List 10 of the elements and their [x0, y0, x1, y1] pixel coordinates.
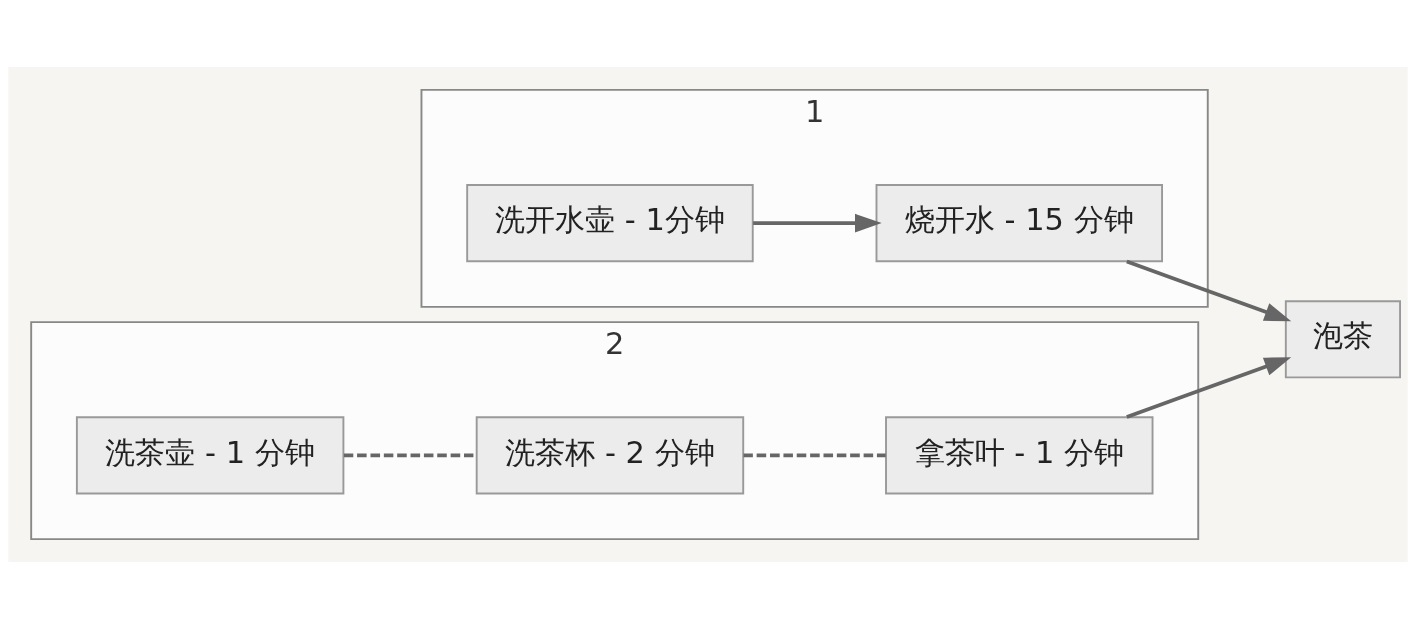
node-box: 洗茶杯 - 2 分钟	[475, 415, 745, 494]
arrow	[1126, 356, 1292, 419]
arrow	[1126, 259, 1292, 321]
node-box: 洗茶壶 - 1 分钟	[75, 415, 345, 494]
node-box: 拿茶叶 - 1 分钟	[885, 415, 1154, 494]
arrow	[753, 213, 882, 232]
node-box: 烧开水 - 15 分钟	[875, 183, 1163, 262]
node-box: 泡茶	[1284, 299, 1401, 378]
node-box: 洗开水壶 - 1分钟	[466, 183, 754, 262]
connector	[743, 452, 886, 457]
